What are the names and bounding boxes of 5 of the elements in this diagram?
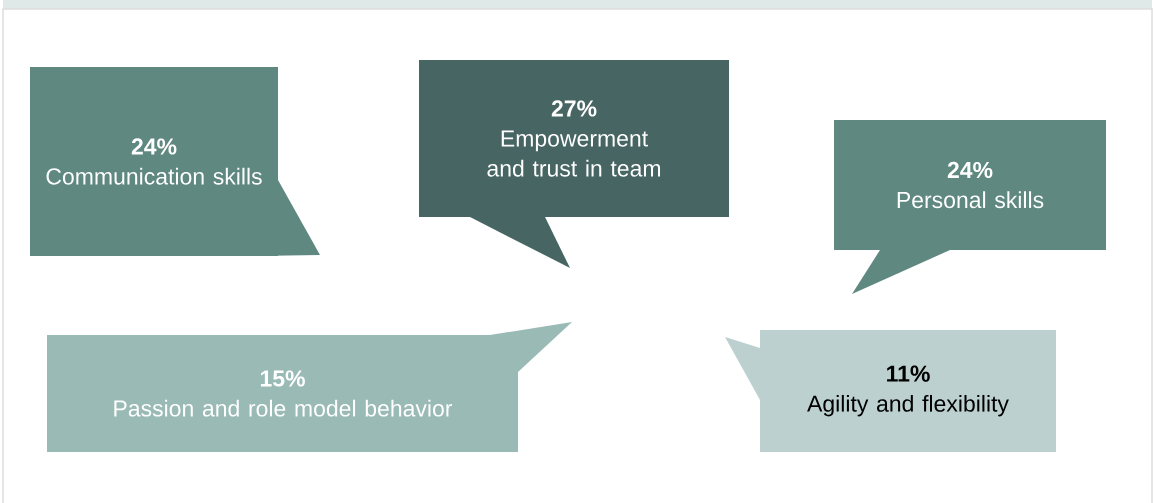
speech-bubble: 11% Agility and flexibility (725, 330, 1056, 452)
speech-bubble: 24% Communication skills (30, 67, 320, 256)
speech-bubble: 24% Personal skills (834, 120, 1106, 294)
speech-bubble: 15% Passion and role model behavior (47, 322, 572, 452)
speech-bubble: 27% Empowerment and trust in team (419, 60, 729, 268)
